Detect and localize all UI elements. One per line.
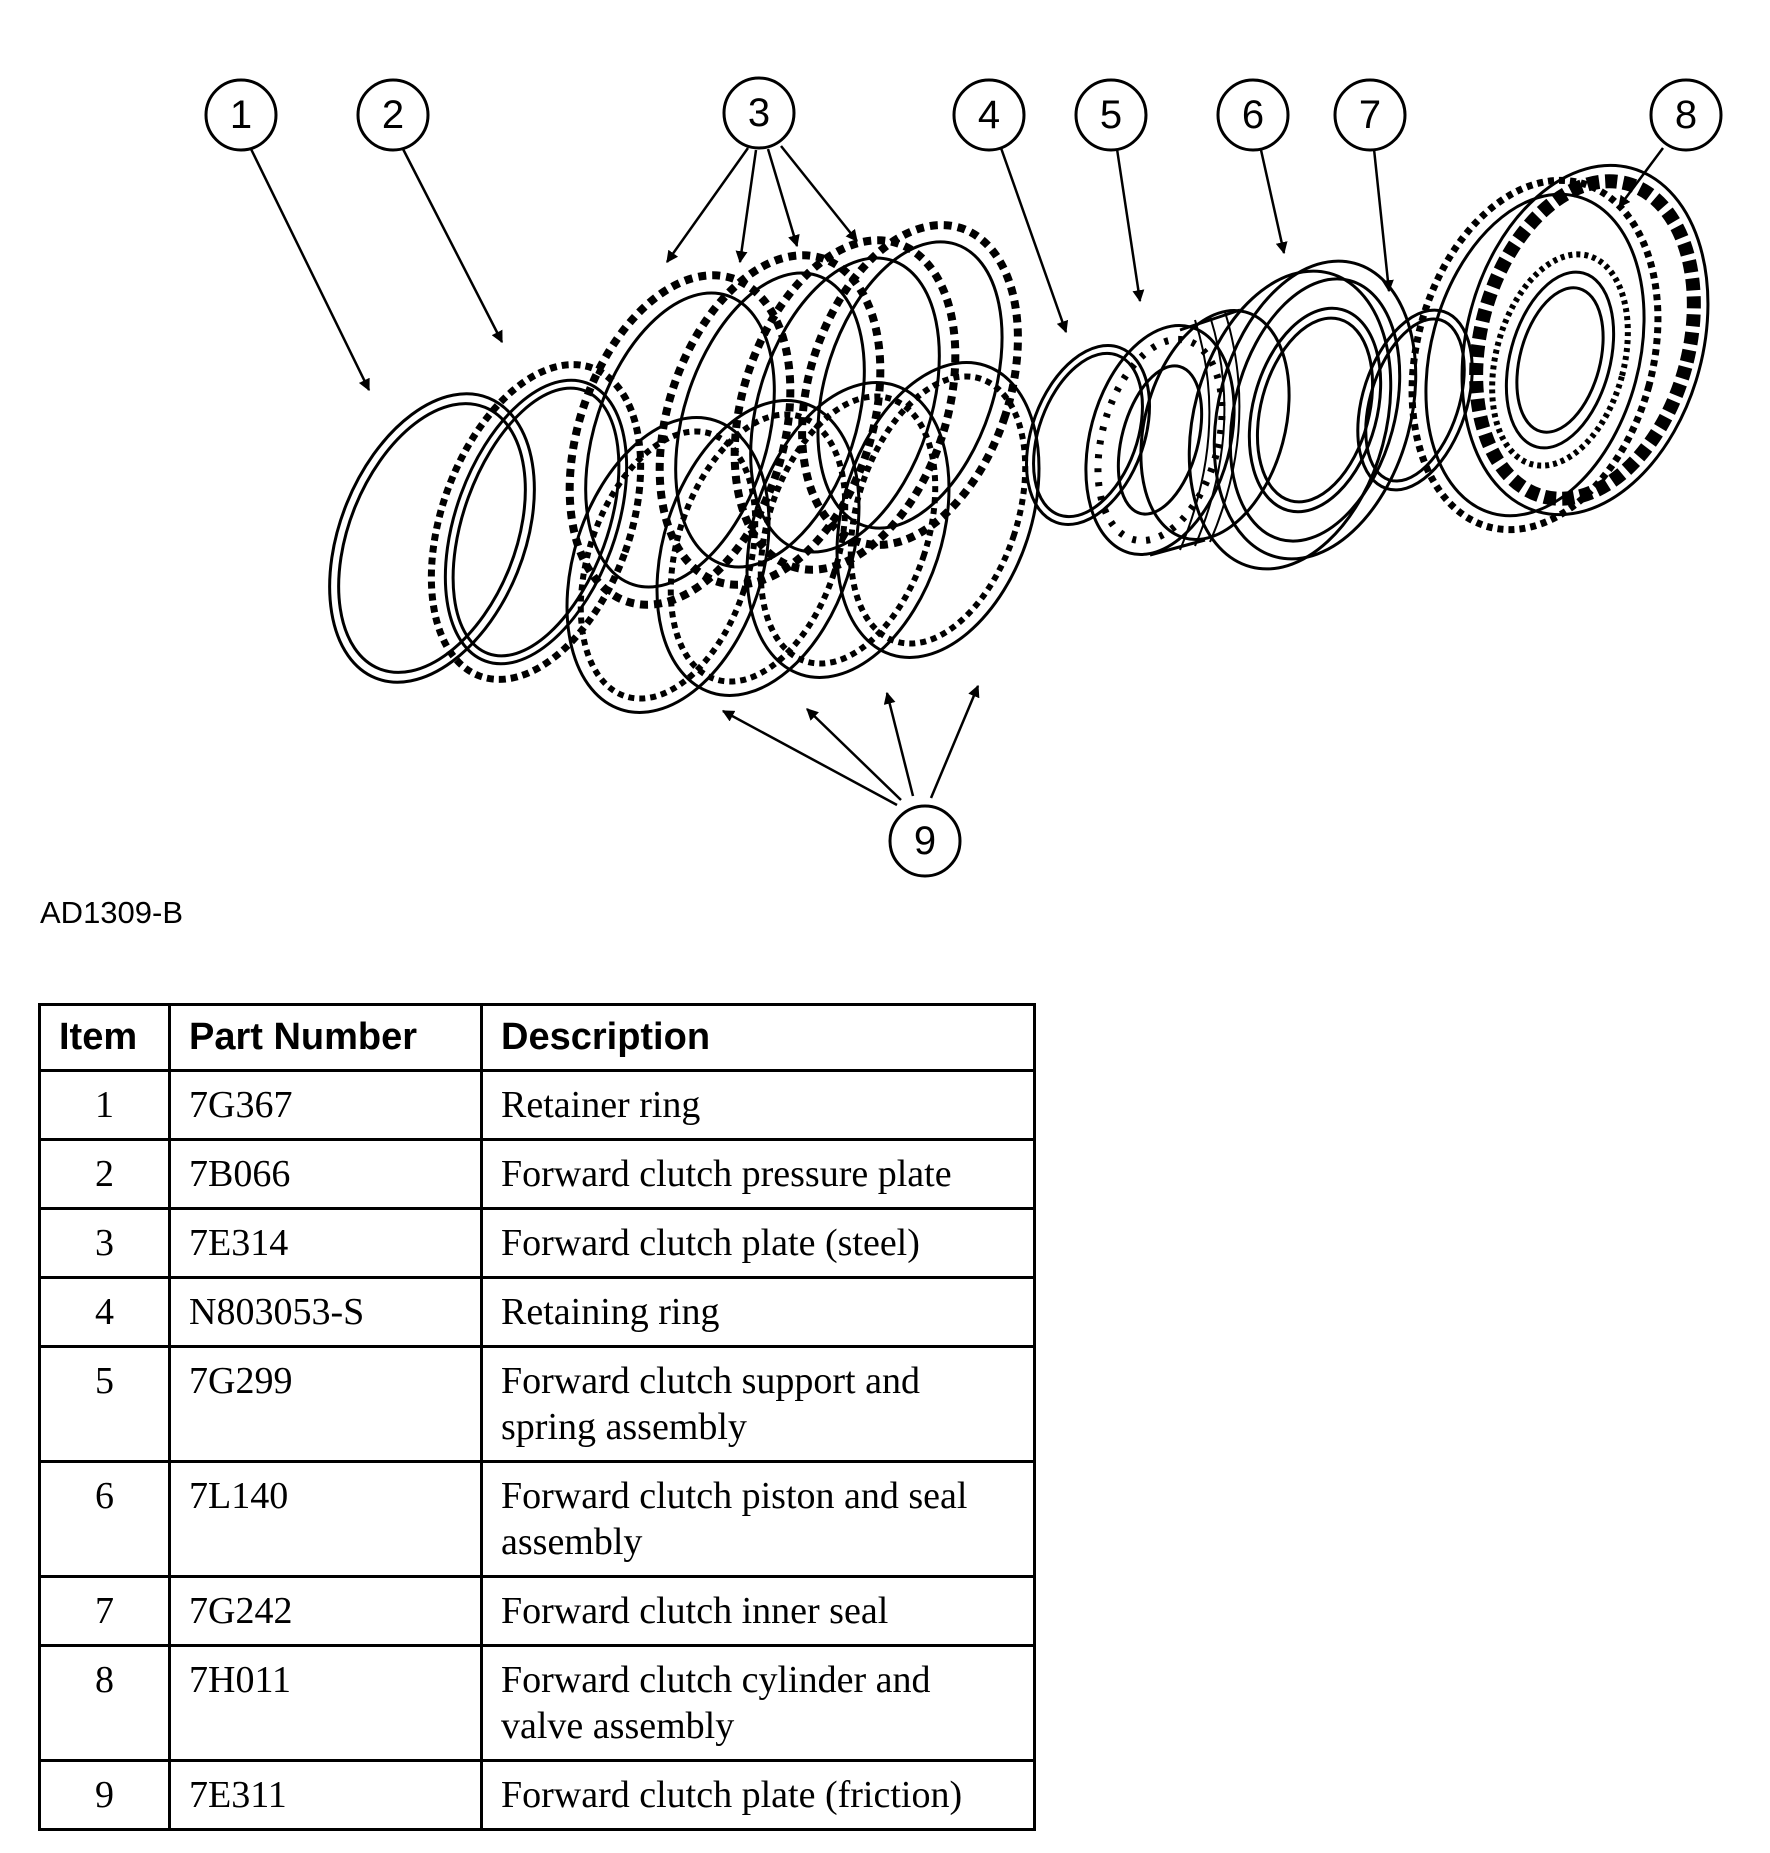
part-3-steel-plates — [565, 221, 1022, 609]
table-row: 3 7E314 Forward clutch plate (steel) — [38, 1207, 1036, 1279]
header-description: Description — [480, 1003, 1036, 1072]
figure-id: AD1309-B — [40, 895, 184, 930]
table-row: 7 7G242 Forward clutch inner seal — [38, 1575, 1036, 1647]
part-5-support-spring-assembly — [1084, 308, 1291, 557]
cell-part-number: 7B066 — [168, 1138, 483, 1210]
cell-description: Forward clutch inner seal — [480, 1575, 1036, 1647]
callout-1: 1 — [204, 78, 278, 152]
table-row: 8 7H011 Forward clutch cylinder and valv… — [38, 1644, 1036, 1762]
cell-item: 5 — [38, 1345, 171, 1463]
cell-part-number: 7H011 — [168, 1644, 483, 1762]
cell-part-number: N803053-S — [168, 1276, 483, 1348]
cell-description: Forward clutch support and spring assemb… — [480, 1345, 1036, 1463]
cell-item: 6 — [38, 1460, 171, 1578]
callout-8: 8 — [1649, 78, 1723, 152]
cell-description: Forward clutch plate (friction) — [480, 1759, 1036, 1831]
part-2-pressure-plate — [427, 361, 645, 683]
cell-description: Retaining ring — [480, 1276, 1036, 1348]
cell-part-number: 7L140 — [168, 1460, 483, 1578]
svg-text:4: 4 — [978, 93, 1000, 137]
cell-part-number: 7E311 — [168, 1759, 483, 1831]
cell-item: 4 — [38, 1276, 171, 1348]
cell-item: 9 — [38, 1759, 171, 1831]
callout-2: 2 — [356, 78, 430, 152]
callout-4: 4 — [952, 78, 1026, 152]
cell-description: Forward clutch piston and seal assembly — [480, 1460, 1036, 1578]
svg-text:1: 1 — [230, 93, 252, 137]
svg-text:2: 2 — [382, 93, 404, 137]
cell-part-number: 7E314 — [168, 1207, 483, 1279]
cell-part-number: 7G367 — [168, 1069, 483, 1141]
callout-3: 3 — [722, 76, 796, 150]
callout-9: 9 — [888, 804, 962, 878]
svg-text:3: 3 — [748, 91, 770, 135]
table-row: 1 7G367 Retainer ring — [38, 1069, 1036, 1141]
part-6-piston-seal-assembly — [1187, 259, 1418, 571]
table-row: 6 7L140 Forward clutch piston and seal a… — [38, 1460, 1036, 1578]
cell-item: 2 — [38, 1138, 171, 1210]
svg-text:7: 7 — [1359, 93, 1381, 137]
svg-text:6: 6 — [1242, 93, 1264, 137]
cell-description: Forward clutch plate (steel) — [480, 1207, 1036, 1279]
cell-description: Retainer ring — [480, 1069, 1036, 1141]
leader-lines — [249, 145, 1665, 807]
svg-text:8: 8 — [1675, 93, 1697, 137]
cell-item: 8 — [38, 1644, 171, 1762]
cell-description: Forward clutch pressure plate — [480, 1138, 1036, 1210]
part-1-retainer-ring — [328, 392, 536, 684]
svg-text:9: 9 — [914, 819, 936, 863]
callout-6: 6 — [1216, 78, 1290, 152]
cell-item: 7 — [38, 1575, 171, 1647]
cell-part-number: 7G242 — [168, 1575, 483, 1647]
table-row: 5 7G299 Forward clutch support and sprin… — [38, 1345, 1036, 1463]
table-row: 9 7E311 Forward clutch plate (friction) — [38, 1759, 1036, 1831]
callout-7: 7 — [1333, 78, 1407, 152]
svg-text:5: 5 — [1100, 93, 1122, 137]
parts-table: Item Part Number Description 1 7G367 Ret… — [38, 1003, 1036, 1831]
part-9-friction-plates — [565, 361, 1041, 714]
table-row: 4 N803053-S Retaining ring — [38, 1276, 1036, 1348]
cell-part-number: 7G299 — [168, 1345, 483, 1463]
table-header-row: Item Part Number Description — [38, 1003, 1036, 1072]
part-8-cylinder-valve-assembly — [1408, 163, 1710, 534]
header-part-number: Part Number — [168, 1003, 483, 1072]
header-item: Item — [38, 1003, 171, 1072]
exploded-view-diagram: 1 2 3 4 5 6 7 8 9 — [204, 76, 1723, 878]
table-row: 2 7B066 Forward clutch pressure plate — [38, 1138, 1036, 1210]
cell-item: 1 — [38, 1069, 171, 1141]
cell-description: Forward clutch cylinder and valve assemb… — [480, 1644, 1036, 1762]
callout-5: 5 — [1074, 78, 1148, 152]
cell-item: 3 — [38, 1207, 171, 1279]
